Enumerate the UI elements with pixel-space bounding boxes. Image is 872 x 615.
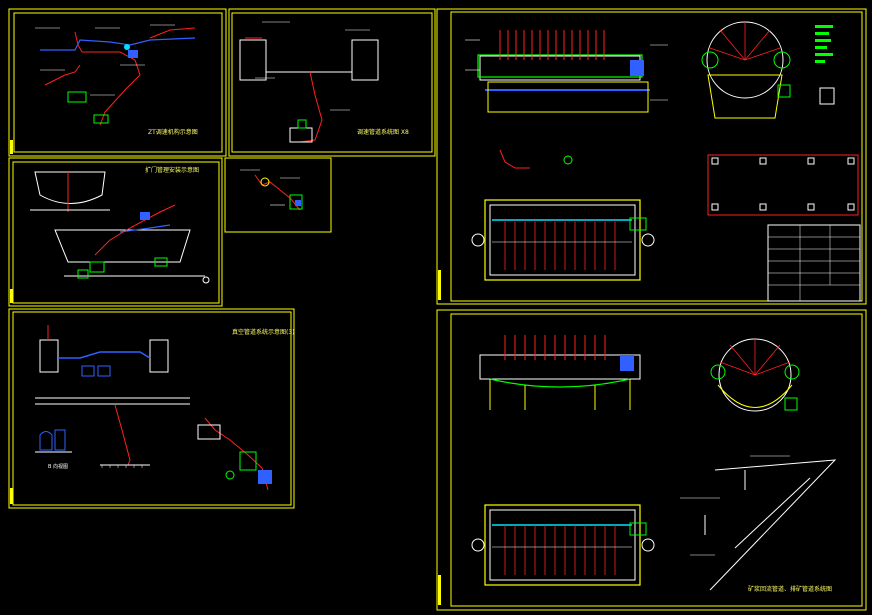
- top-right-filter-drawing: [465, 21, 861, 302]
- sheet-frame-bottom-left: [8, 308, 295, 509]
- sheet-frame-bottom-right: [436, 309, 867, 611]
- bottom-right-title: 矿浆回流管道、排矿管道系统图: [748, 585, 832, 593]
- title-block-top-right: [767, 224, 861, 302]
- top-left-piping-diagram: ZT调速机构示意图: [35, 24, 198, 136]
- top-left-title: ZT调速机构示意图: [148, 128, 198, 136]
- sheet-frame-top-middle: [228, 8, 436, 157]
- bottom-right-filter-drawing: 矿浆回流管道、排矿管道系统图: [471, 335, 837, 593]
- bottom-left-title: 真空管道系统示意图(3): [232, 328, 295, 336]
- bottom-left-vacuum-diagram: B 向视图 真空管道系统示意图(3): [35, 325, 295, 491]
- middle-left-tank-diagram: 扩门管理安装示意图: [30, 166, 210, 284]
- top-middle-title: 调速管道系统图 X8: [357, 128, 409, 136]
- sheet-frame-middle-left: [8, 157, 223, 307]
- sheet-frame-middle-small: [224, 157, 332, 233]
- sheet-frames: [8, 8, 867, 611]
- sheet-frame-top-right: [436, 8, 867, 305]
- bottom-left-view-label: B 向视图: [48, 463, 68, 470]
- sheet-frame-top-left: [8, 8, 227, 157]
- middle-left-title: 扩门管理安装示意图: [145, 166, 199, 174]
- margin-strips: [10, 140, 441, 605]
- top-middle-piping-diagram: 调速管道系统图 X8: [239, 21, 409, 143]
- middle-small-detail: [240, 169, 303, 211]
